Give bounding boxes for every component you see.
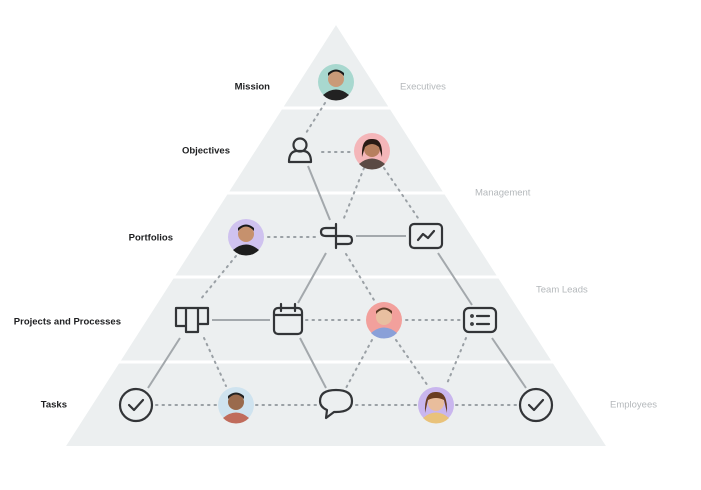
level-label-objectives: Objectives: [181, 145, 230, 157]
check-circle-icon: [118, 387, 154, 423]
avatar-employee-2: [418, 387, 454, 424]
level-label-portfolios: Portfolios: [128, 232, 173, 244]
avatar-team-lead-1: [228, 219, 264, 256]
check-circle-icon: [518, 387, 554, 423]
role-label-team-leads: Team Leads: [536, 284, 588, 296]
dotted-connectors: [155, 102, 517, 406]
calendar-icon: [272, 302, 304, 336]
chart-icon: [408, 222, 444, 250]
goal-person-icon: [287, 137, 313, 164]
list-icon: [462, 306, 498, 334]
avatar-executive: [318, 64, 354, 101]
avatar-team-lead-2: [366, 302, 402, 339]
comment-icon: [318, 388, 354, 420]
solid-connectors: [147, 165, 527, 389]
avatar-manager: [354, 133, 390, 170]
avatar-employee-1: [218, 387, 254, 424]
role-label-employees: Employees: [610, 399, 657, 411]
board-icon: [174, 306, 210, 334]
level-label-mission: Mission: [234, 81, 270, 93]
role-label-executives: Executives: [400, 81, 446, 93]
level-label-tasks: Tasks: [40, 399, 67, 411]
role-label-management: Management: [475, 187, 531, 199]
level-label-projects: Projects and Processes: [13, 316, 121, 328]
portfolio-signpost-icon: [319, 222, 354, 250]
